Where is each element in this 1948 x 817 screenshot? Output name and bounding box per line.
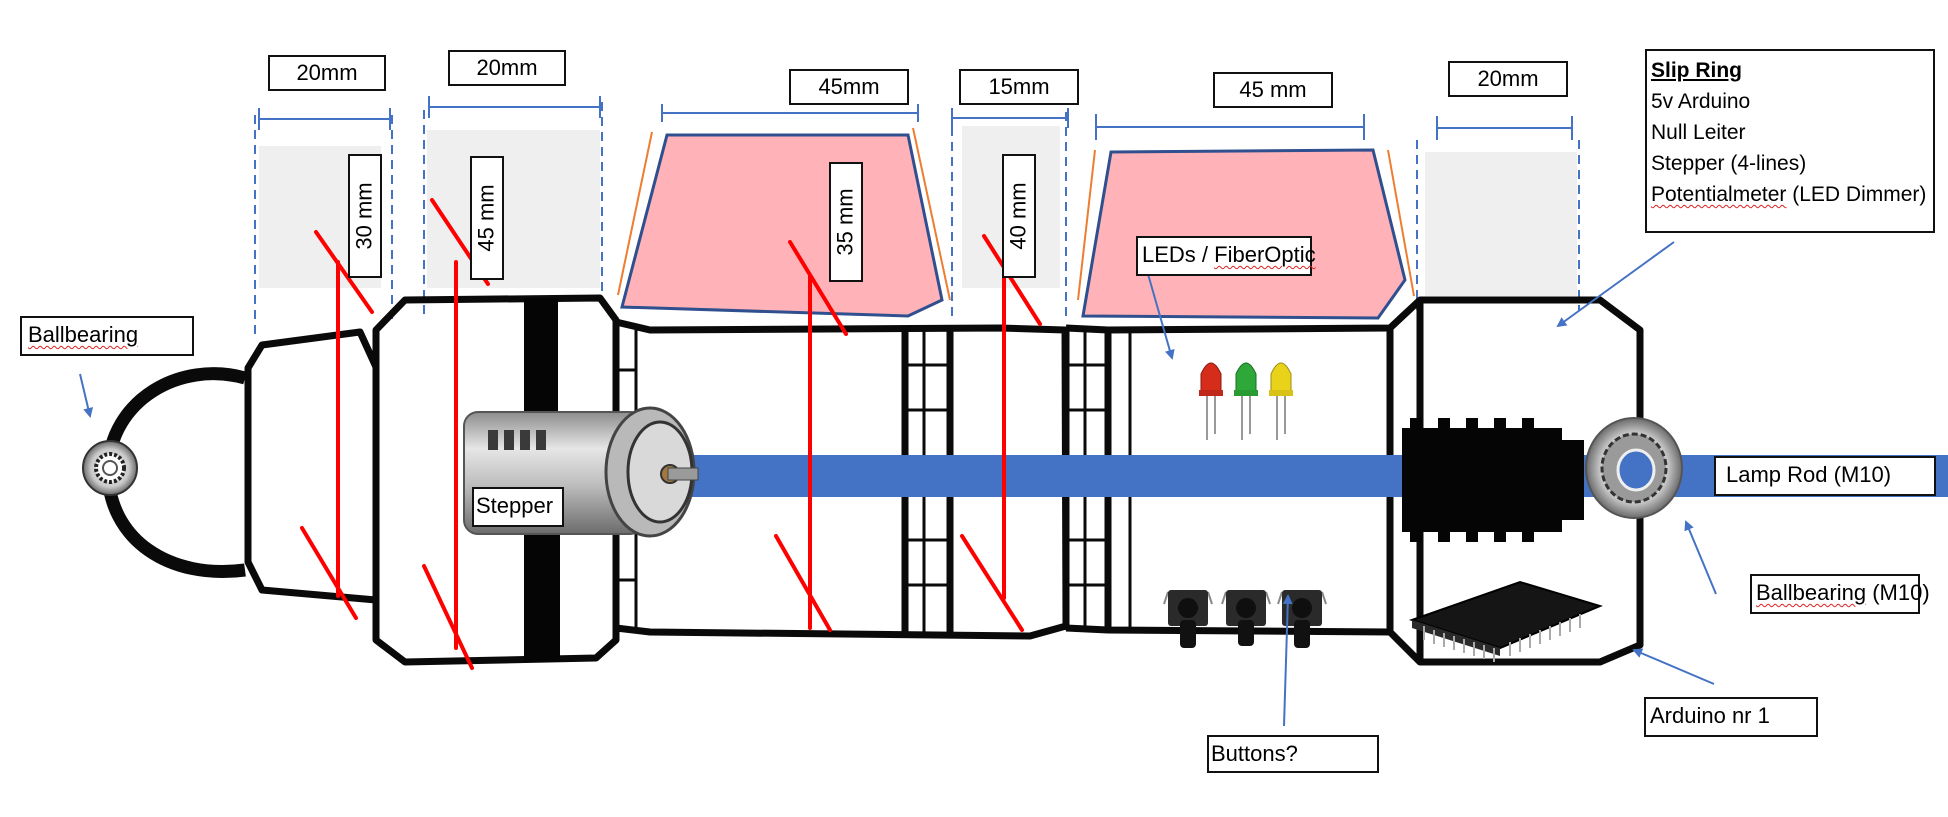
potentialmeter-text: Potentialmeter: [1651, 183, 1787, 206]
seg4-width-label: 15mm: [959, 69, 1079, 105]
seg4-height-label: 40 mm: [1002, 154, 1036, 278]
led-yellow-image: [1269, 362, 1293, 440]
ballbearing-right-word: Ballbearing: [1756, 580, 1867, 605]
buttons-label: Buttons?: [1207, 735, 1379, 773]
seg3-trapezoid: [620, 133, 944, 318]
seg2-height-text: 45 mm: [474, 184, 499, 252]
slip-ring-image: [1402, 418, 1584, 542]
seg6-width-label: 20mm: [1448, 61, 1568, 97]
lamp-rod-label: Lamp Rod (M10): [1714, 456, 1936, 496]
seg6-top-block: [1425, 152, 1577, 296]
seg4-height-text: 40 mm: [1006, 182, 1031, 250]
slip-ring-info-box: Slip Ring 5v Arduino Null Leiter Stepper…: [1645, 49, 1935, 233]
seg3-height-label: 35 mm: [829, 162, 863, 282]
callout-arrows: [79, 241, 1717, 727]
seg2-top-block: [427, 130, 600, 288]
ballbearing-right-suffix: (M10): [1866, 580, 1930, 605]
seg2-height-label: 45 mm: [470, 156, 504, 280]
seg5-width-label: 45 mm: [1213, 72, 1333, 108]
seg3-width-label: 45mm: [789, 69, 909, 105]
push-button-2-image: [1221, 590, 1271, 646]
slip-ring-line-1: 5v Arduino: [1651, 90, 1751, 113]
fiberoptic-text: FiberOptic: [1214, 242, 1316, 267]
seg1-height-label: 30 mm: [348, 154, 382, 278]
slip-ring-line-3: Stepper (4-lines): [1651, 152, 1807, 175]
slip-ring-title: Slip Ring: [1651, 59, 1742, 82]
stepper-mount-bottom: [524, 524, 560, 662]
ballbearing-left-text: Ballbearing: [28, 322, 139, 347]
push-button-3-image: [1277, 590, 1327, 648]
led-dimmer-text: (LED Dimmer): [1786, 183, 1927, 206]
slip-ring-line-2: Null Leiter: [1651, 121, 1746, 144]
leds-fiberoptic-label: LEDs / FiberOptic: [1136, 236, 1316, 276]
seg5-trapezoid: [1081, 148, 1407, 320]
ballbearing-left-label: Ballbearing: [20, 316, 194, 356]
right-ballbearing-image: [1585, 417, 1683, 519]
arduino-chip-image: [1408, 580, 1603, 662]
led-green-image: [1234, 362, 1258, 440]
ballbearing-right-label: Ballbearing (M10): [1750, 574, 1930, 614]
dashed-guides: [254, 102, 1580, 340]
seg1-height-text: 30 mm: [352, 182, 377, 250]
dimension-lines: [258, 96, 1573, 140]
arduino-label: Arduino nr 1: [1644, 697, 1818, 737]
slip-ring-line-4: Potentialmeter (LED Dimmer): [1651, 179, 1929, 210]
seg3-height-text: 35 mm: [833, 188, 858, 256]
seg1-width-label: 20mm: [268, 55, 386, 91]
stepper-label: Stepper: [472, 487, 564, 527]
led-red-image: [1199, 362, 1223, 440]
seg2-width-label: 20mm: [448, 50, 566, 86]
push-button-1-image: [1163, 590, 1213, 648]
left-ballbearing-image: [82, 440, 138, 496]
leds-text: LEDs /: [1142, 242, 1215, 267]
